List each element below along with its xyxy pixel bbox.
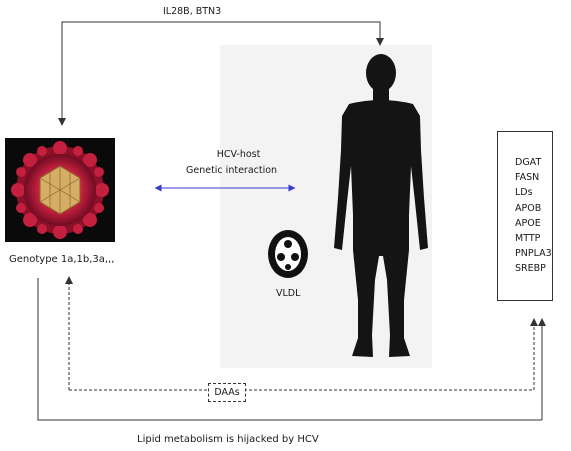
bottom-loop-path: [37, 278, 542, 421]
hcv-virus-image: [5, 138, 115, 242]
gene-item: FASN: [515, 172, 540, 184]
vldl-icon: [268, 230, 308, 278]
gene-item: LDs: [515, 187, 533, 199]
gene-item: APOE: [515, 217, 541, 229]
human-silhouette: [334, 54, 428, 357]
daas-label-box: DAAs: [208, 383, 246, 402]
interaction-label: HCV-host Genetic interaction: [186, 147, 277, 179]
gene-item: PNPLA3: [515, 248, 552, 260]
bottom-label: Lipid metabolism is hijacked by HCV: [137, 434, 319, 445]
gene-item: DGAT: [515, 157, 542, 168]
gene-item: APOB: [515, 202, 542, 214]
genotype-label: Genotype 1a,1b,3a,,,: [9, 254, 115, 265]
vldl-label: VLDL: [276, 288, 301, 299]
interaction-label-line1: HCV-host: [216, 149, 261, 160]
interaction-label-line2: Genetic interaction: [186, 165, 278, 176]
gene-list-box: DGAT FASN LDs APOB APOE MTTP PNPLA3 SREB…: [497, 131, 553, 301]
top-label: IL28B, BTN3: [163, 6, 222, 17]
gene-item: MTTP: [515, 233, 541, 245]
gene-item: SREBP: [515, 263, 546, 275]
